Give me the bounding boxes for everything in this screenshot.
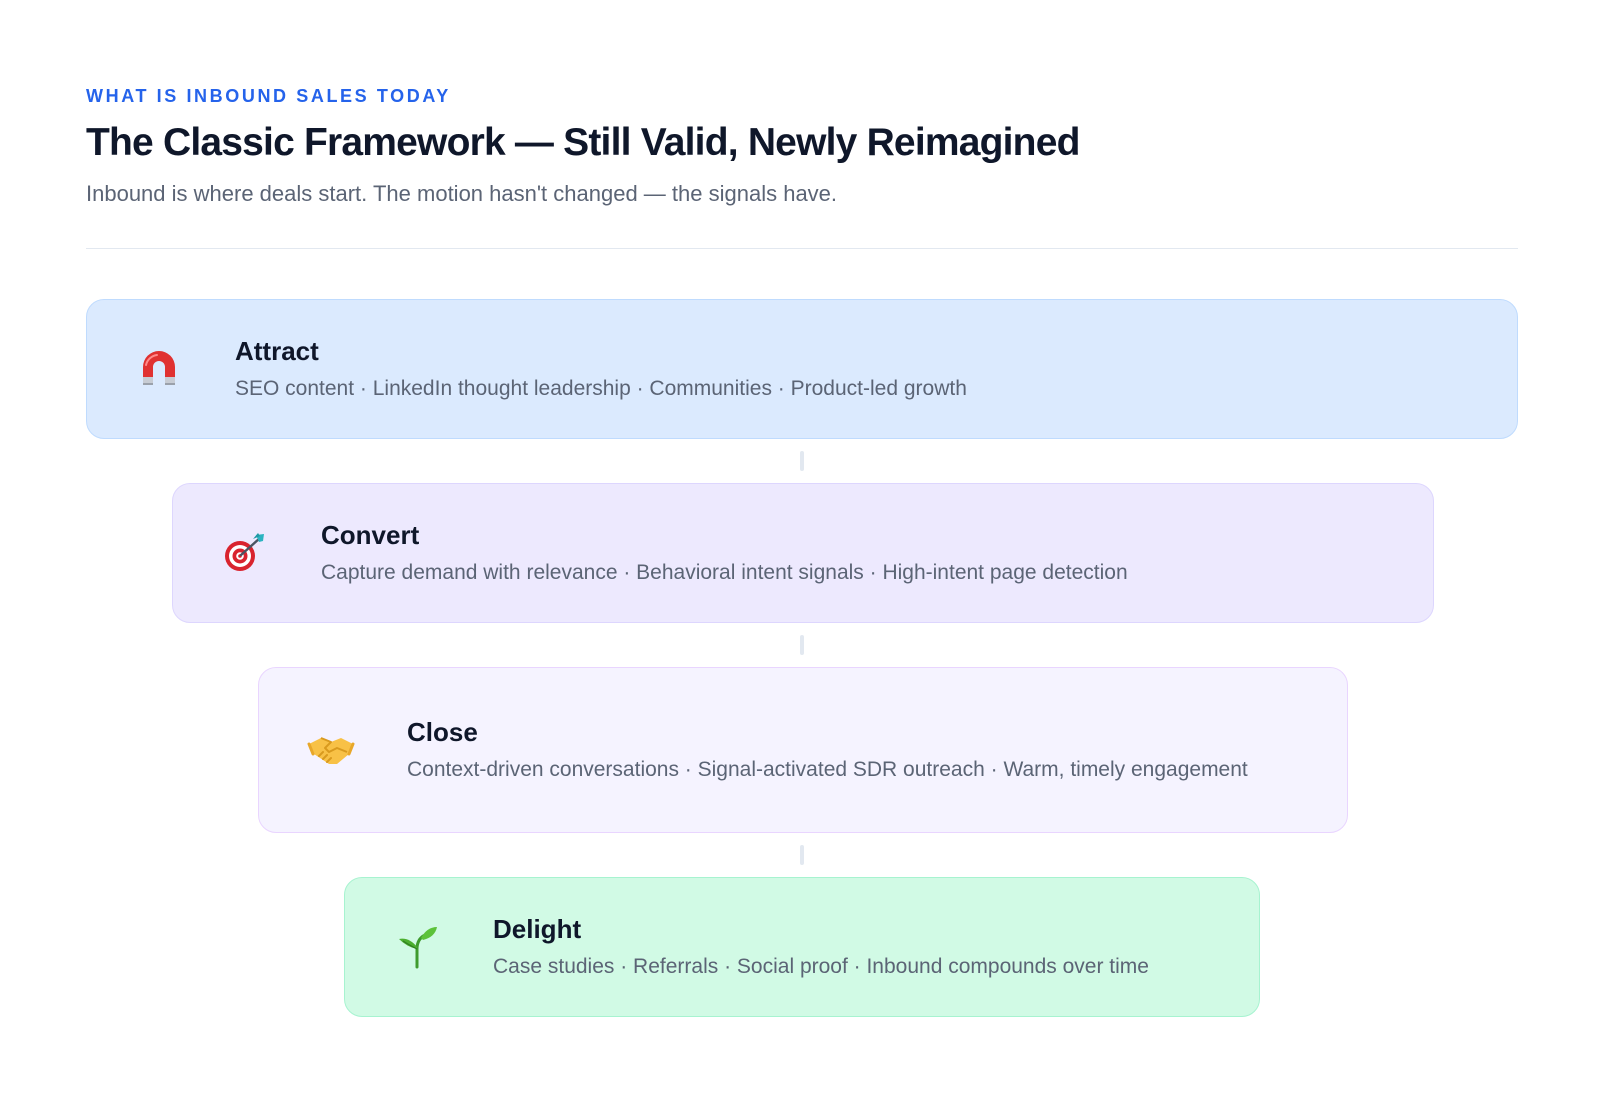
magnet-icon [135,345,183,393]
funnel-stack: Attract SEO content · LinkedIn thought l… [86,299,1518,1018]
stage-connector [800,845,804,866]
stage-title: Delight [493,914,582,945]
stage-title: Convert [321,520,420,551]
stage-description: Case studies · Referrals · Social proof … [493,954,1149,978]
stage-text: Delight Case studies · Referrals · Socia… [493,914,1189,980]
stage-convert: Convert Capture demand with relevance · … [172,483,1434,624]
stage-title: Close [407,717,478,748]
stage-description: SEO content · LinkedIn thought leadershi… [235,376,967,400]
stage-delight: Delight Case studies · Referrals · Socia… [344,877,1260,1018]
stage-text: Close Context-driven conversations · Sig… [407,717,1288,783]
page-subtitle: Inbound is where deals start. The motion… [86,180,838,206]
stage-close: Close Context-driven conversations · Sig… [258,667,1348,834]
stage-text: Attract SEO content · LinkedIn thought l… [235,336,1007,402]
target-icon [221,529,269,577]
stage-connector [800,635,804,656]
stage-attract: Attract SEO content · LinkedIn thought l… [86,299,1518,440]
seedling-icon [393,923,441,971]
stage-title: Attract [235,336,319,367]
eyebrow-label: WHAT IS INBOUND SALES TODAY [86,86,451,106]
stage-connector [800,451,804,472]
stage-description: Capture demand with relevance · Behavior… [321,560,1128,584]
stage-text: Convert Capture demand with relevance · … [321,520,1168,586]
stage-description: Context-driven conversations · Signal-ac… [407,757,1248,781]
handshake-icon [307,726,355,774]
page-title: The Classic Framework — Still Valid, New… [86,121,1080,164]
header-divider [86,248,1518,250]
